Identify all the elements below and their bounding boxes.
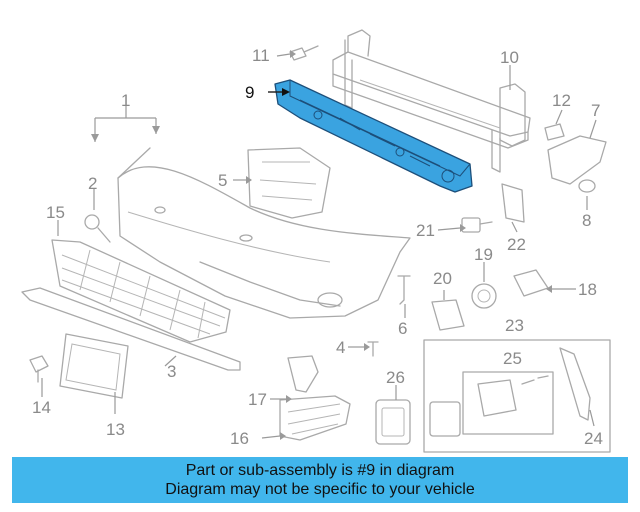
callout-18: 18	[578, 280, 597, 299]
callout-2: 2	[88, 174, 97, 193]
callout-1: 1	[121, 91, 130, 110]
part-4-screw	[367, 341, 379, 357]
callout-3: 3	[167, 362, 176, 381]
part-5-bracket	[247, 147, 331, 219]
part-6-clip	[397, 275, 411, 305]
part-7-side-bracket	[547, 135, 607, 185]
callout-25: 25	[503, 349, 522, 368]
part-12-bolt	[544, 123, 565, 141]
callout-10: 10	[500, 48, 519, 67]
arrowheads	[91, 50, 552, 440]
callout-13: 13	[106, 420, 125, 439]
callout-11: 11	[252, 46, 270, 65]
part-14-grommet	[29, 355, 49, 383]
part-26-sensor-bracket	[375, 399, 411, 445]
callout-labels: 1 2 3 4 5 6 7 8 9 10 11 12 13 14 15 16 1…	[32, 46, 603, 448]
callout-24: 24	[584, 429, 603, 448]
part-17-fog-trim	[287, 355, 319, 393]
callout-22: 22	[507, 235, 526, 254]
part-8-clip	[578, 179, 596, 193]
callout-7: 7	[591, 101, 600, 120]
part-18-park-sensor	[513, 269, 549, 297]
callout-12: 12	[552, 91, 571, 110]
part-1-bumper-cover	[117, 147, 411, 319]
info-banner: Part or sub-assembly is #9 in diagram Di…	[12, 457, 628, 503]
callout-26: 26	[386, 368, 405, 387]
banner-line-2: Diagram may not be specific to your vehi…	[165, 481, 475, 498]
callout-8: 8	[582, 211, 591, 230]
callout-6: 6	[398, 319, 407, 338]
callout-21: 21	[416, 221, 435, 240]
part-16-fog-grille	[279, 395, 351, 441]
callout-20: 20	[433, 269, 452, 288]
callout-14: 14	[32, 398, 51, 417]
callout-5: 5	[218, 171, 227, 190]
banner-line-1: Part or sub-assembly is #9 in diagram	[185, 462, 455, 479]
part-23-assembly-box	[423, 339, 611, 453]
part-2-clip	[84, 214, 111, 243]
part-22-bracket	[501, 183, 525, 223]
callout-23: 23	[505, 316, 524, 335]
callout-15: 15	[46, 203, 65, 222]
part-19-sensor-ring	[471, 283, 497, 309]
callout-19: 19	[474, 245, 493, 264]
callout-9: 9	[245, 83, 254, 102]
part-21-sensor	[461, 217, 493, 233]
callout-17: 17	[248, 390, 267, 409]
part-11-bolt	[289, 45, 319, 61]
part-13-plate-bracket	[59, 333, 129, 399]
callout-16: 16	[230, 429, 249, 448]
part-20-sensor-holder	[431, 299, 465, 331]
callout-4: 4	[336, 338, 345, 357]
part-3-trim-strip	[21, 287, 241, 371]
part-9-impact-absorber	[274, 79, 473, 193]
part-10-reinforcement-bar	[332, 29, 531, 173]
part-15-lower-grille	[51, 239, 231, 343]
